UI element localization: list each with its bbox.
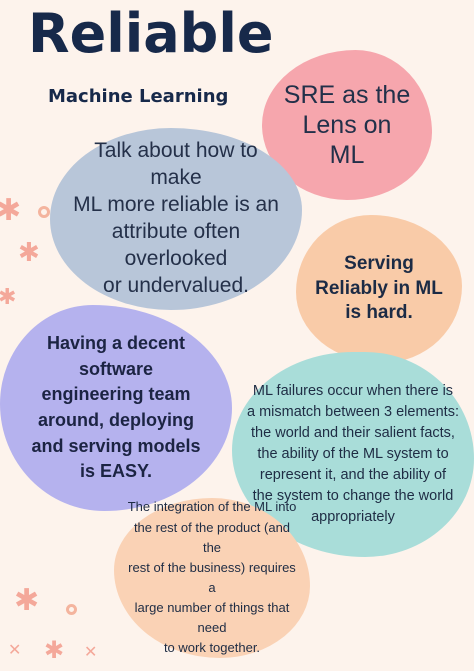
blob-line: ML (329, 141, 365, 169)
sparkle-icon: ✱ (0, 193, 22, 228)
blob-sre-lens: SRE as the Lens on ML (262, 50, 432, 200)
blob-easy-deploy: Having a decent software engineering tea… (0, 305, 232, 511)
blob-text: SRE as the Lens on ML (284, 80, 410, 170)
blob-line: is hard. (345, 302, 413, 324)
blob-line: rest of the business) requires a (128, 559, 296, 595)
blob-line: attribute often overlooked (111, 220, 241, 270)
blob-line: engineering team (41, 384, 191, 405)
sparkle-icon: ✱ (0, 285, 17, 310)
cross-icon: ✕ (8, 640, 22, 659)
blob-line: Having a decent (46, 333, 186, 354)
blob-line: software (78, 358, 154, 379)
poster-title: Reliable (28, 2, 274, 65)
blob-text: Serving Reliably in ML is hard. (315, 252, 443, 326)
blob-line: around, deploying (38, 410, 194, 430)
blob-line: a mismatch between 3 elements: (247, 403, 459, 420)
sparkle-icon: ✱ (14, 583, 40, 618)
blob-line: the world and their salient facts, (251, 424, 455, 441)
blob-text: Talk about how to make ML more reliable … (68, 138, 284, 299)
blob-text: Having a decent software engineering tea… (31, 331, 200, 484)
blob-line: Serving (344, 252, 414, 274)
sparkle-icon: ✱ (18, 238, 40, 268)
blob-reliability-overlooked: Talk about how to make ML more reliable … (50, 128, 302, 310)
blob-line: appropriately (311, 509, 395, 526)
blob-line: SRE as the (283, 81, 411, 109)
blob-line: ML more reliable is an (73, 193, 279, 217)
blob-line: and serving models (31, 435, 201, 456)
blob-line: Talk about how to make (94, 139, 258, 190)
blob-line: the ability of the ML system to (257, 445, 449, 462)
blob-text: The integration of the ML into the rest … (126, 497, 298, 658)
blob-line: the system to change the world (252, 488, 454, 505)
blob-line: is EASY. (79, 461, 153, 482)
blob-text: ML failures occur when there is a mismat… (247, 381, 459, 528)
ring-icon (38, 206, 50, 218)
blob-line: Reliably in ML (315, 277, 443, 299)
blob-line: ML failures occur when there is (252, 382, 454, 399)
blob-serving-hard: Serving Reliably in ML is hard. (296, 215, 462, 363)
blob-integration: The integration of the ML into the rest … (114, 498, 310, 658)
blob-line: represent it, and the ability of (259, 467, 447, 483)
blob-line: Lens on (302, 111, 392, 139)
ring-icon (66, 604, 77, 615)
poster-subtitle: Machine Learning (48, 86, 229, 107)
cross-icon: ✕ (84, 642, 98, 661)
sparkle-icon: ✱ (44, 636, 65, 664)
blob-line: to work together. (163, 640, 261, 656)
blob-line: the rest of the product (and the (133, 519, 291, 555)
blob-line: large number of things that need (134, 600, 290, 636)
blob-line: The integration of the ML into (127, 499, 297, 515)
blob-line: or undervalued. (103, 273, 249, 297)
